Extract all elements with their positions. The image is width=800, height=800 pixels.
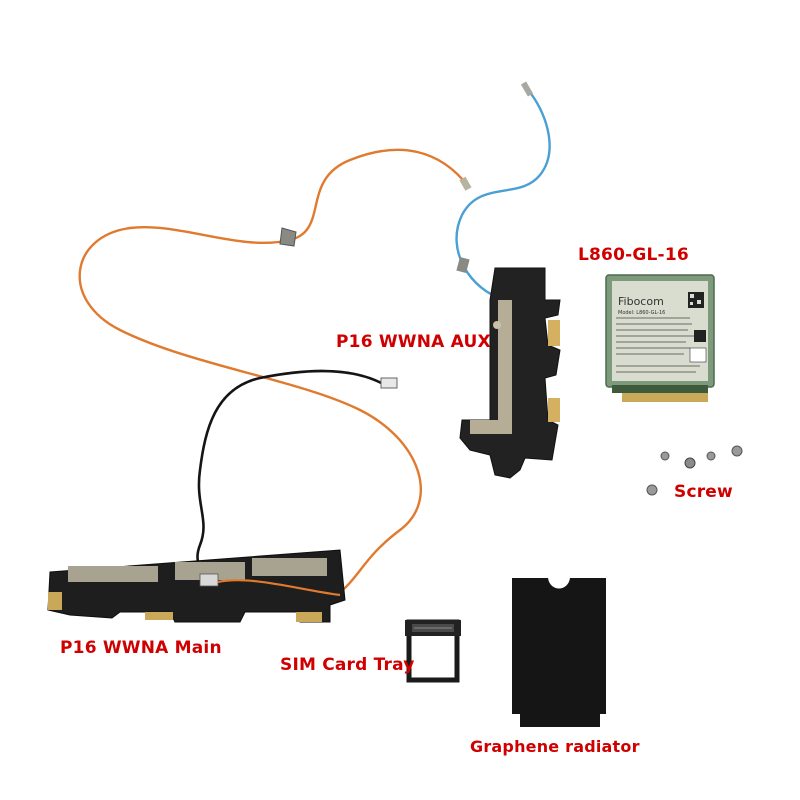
screw	[684, 457, 696, 469]
screws	[646, 445, 743, 496]
orange-cable-end	[459, 176, 472, 191]
screw	[646, 484, 658, 496]
screw	[660, 451, 670, 461]
screw	[731, 445, 743, 457]
black-antenna-cable	[196, 369, 387, 584]
orange-antenna-cable	[78, 148, 470, 602]
sim-tray-label: SIM Card Tray	[280, 655, 415, 675]
lte-module	[605, 274, 715, 402]
screw	[706, 451, 716, 461]
blue-cable-clip	[456, 256, 470, 274]
aux-antenna-label: P16 WWNA AUX	[336, 332, 491, 352]
modem-model-label: L860-GL-16	[578, 245, 689, 265]
orange-cable-clip	[279, 227, 297, 247]
graphene-radiator	[512, 578, 606, 727]
module-brand-text: Fibocom	[618, 295, 664, 308]
black-cable-connector	[380, 377, 398, 389]
module-model-text: Model: L860-GL-16	[618, 310, 665, 316]
screw-label: Screw	[674, 482, 733, 502]
main-antenna-bracket	[47, 549, 346, 623]
graphene-radiator-label: Graphene radiator	[470, 737, 640, 756]
blue-cable-end	[520, 81, 534, 97]
sim-card-tray	[405, 619, 461, 683]
aux-antenna-bracket	[459, 267, 561, 479]
main-antenna-label: P16 WWNA Main	[60, 638, 222, 658]
